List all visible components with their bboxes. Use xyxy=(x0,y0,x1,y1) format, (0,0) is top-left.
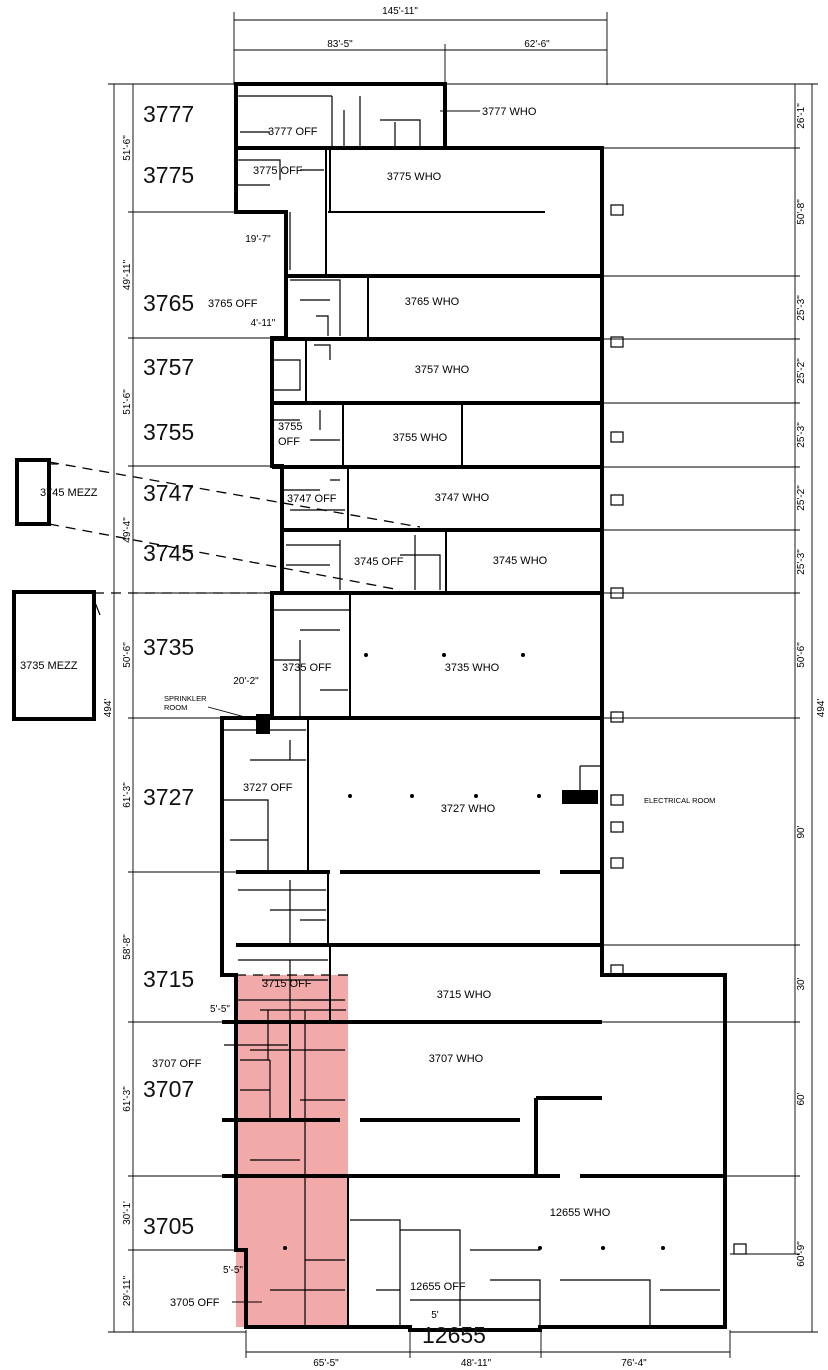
warehouse-label: 3747 WHO xyxy=(435,492,490,504)
unit-number: 3755 xyxy=(143,419,194,445)
dim-left-total: 494' xyxy=(103,699,114,718)
office-label: 3705 OFF xyxy=(170,1297,220,1309)
dim-right-seg: 25'-2" xyxy=(796,485,807,511)
dim-right-seg: 50'-8" xyxy=(796,199,807,225)
dim-left-seg: 51'-6" xyxy=(122,389,133,415)
dim-left-seg: 51'-6" xyxy=(122,135,133,161)
dim-left-seg: 58'-8" xyxy=(122,934,133,960)
dock-doors xyxy=(610,204,747,1255)
dim-right-seg: 25'-3" xyxy=(796,549,807,575)
dimension-lines xyxy=(108,12,818,1358)
dim-right-seg: 25'-3" xyxy=(796,295,807,321)
dim-top-left: 83'-5" xyxy=(327,39,353,50)
dim-left-seg: 49'-11" xyxy=(122,259,133,290)
unit-number: 3715 xyxy=(143,966,194,992)
dim-inner: 20'-2" xyxy=(233,676,259,687)
warehouse-label: 3707 WHO xyxy=(429,1053,484,1065)
dim-inner: 5' xyxy=(431,1310,439,1321)
sprinkler-room-label: ROOM xyxy=(164,703,187,712)
unit-3705-office-highlight xyxy=(236,975,348,1327)
unit-number: 3735 xyxy=(143,634,194,660)
office-label: 3765 OFF xyxy=(208,298,258,310)
unit-number: 3775 xyxy=(143,162,194,188)
office-label: 3727 OFF xyxy=(243,782,293,794)
mezzanine-label: 3735 MEZZ xyxy=(20,660,78,672)
office-label: 3755 xyxy=(278,421,302,433)
mezzanine-label: 3745 MEZZ xyxy=(40,487,98,499)
unit-number: 12655 xyxy=(422,1322,486,1348)
warehouse-label: 3757 WHO xyxy=(415,364,470,376)
office-label: 3715 OFF xyxy=(262,978,312,990)
unit-number: 3765 xyxy=(143,290,194,316)
warehouse-label: 3765 WHO xyxy=(405,296,460,308)
electrical-room-block xyxy=(562,790,598,804)
office-label: OFF xyxy=(278,436,300,448)
columns xyxy=(283,653,665,1250)
unit-number: 3757 xyxy=(143,354,194,380)
warehouse-label: 3727 WHO xyxy=(441,803,496,815)
unit-number: 3777 xyxy=(143,101,194,127)
warehouse-label: 12655 WHO xyxy=(550,1207,611,1219)
dim-right-seg: 60' xyxy=(796,1092,807,1105)
dim-top-total: 145'-11" xyxy=(382,6,418,17)
dim-left-seg: 61'-3" xyxy=(122,1086,133,1112)
dim-left-seg: 50'-6" xyxy=(122,642,133,668)
dim-right-seg: 26'-1" xyxy=(796,103,807,129)
dim-bottom-right: 76'-4" xyxy=(621,1358,647,1369)
warehouse-label: 3777 WHO xyxy=(482,106,537,118)
dim-left-seg: 61'-3" xyxy=(122,782,133,808)
office-label: 3707 OFF xyxy=(152,1058,202,1070)
dim-right-seg: 25'-3" xyxy=(796,422,807,448)
building-walls xyxy=(220,82,747,1332)
warehouse-label: 3735 WHO xyxy=(445,662,500,674)
sprinkler-room-block xyxy=(256,714,270,734)
dim-left-seg: 49'-4" xyxy=(122,517,133,543)
office-label: 12655 OFF xyxy=(410,1281,466,1293)
unit-number: 3705 xyxy=(143,1213,194,1239)
office-label: 3777 OFF xyxy=(268,126,318,138)
dim-right-seg: 30' xyxy=(796,977,807,990)
dim-right-seg: 90' xyxy=(796,825,807,838)
warehouse-label: 3775 WHO xyxy=(387,171,442,183)
dim-inner: 5'-5" xyxy=(223,1265,243,1276)
warehouse-label: 3755 WHO xyxy=(393,432,448,444)
sprinkler-room-label: SPRINKLER xyxy=(164,694,207,703)
mezzanines xyxy=(12,458,421,721)
warehouse-label: 3745 WHO xyxy=(493,555,548,567)
warehouse-label: 3715 WHO xyxy=(437,989,492,1001)
dim-inner: 5'-5" xyxy=(210,1004,230,1015)
dim-left-seg: 29'-11" xyxy=(122,1275,133,1306)
unit-number: 3727 xyxy=(143,784,194,810)
office-label: 3775 OFF xyxy=(253,165,303,177)
unit-number: 3745 xyxy=(143,540,194,566)
dim-bottom-mid: 48'-11" xyxy=(461,1358,492,1369)
electrical-room-label: ELECTRICAL ROOM xyxy=(644,796,715,805)
dim-right-seg: 60'-9" xyxy=(796,1241,807,1267)
office-label: 3745 OFF xyxy=(354,556,404,568)
dim-left-seg: 30'-1' xyxy=(122,1201,133,1225)
dim-top-right: 62'-6" xyxy=(524,39,550,50)
dim-right-total: 494' xyxy=(816,699,827,718)
dim-right-seg: 50'-6" xyxy=(796,642,807,668)
dim-bottom-left: 65'-5" xyxy=(313,1358,339,1369)
office-label: 3747 OFF xyxy=(287,493,337,505)
unit-number: 3707 xyxy=(143,1076,194,1102)
dim-inner: 19'-7" xyxy=(245,234,271,245)
office-label: 3735 OFF xyxy=(282,662,332,674)
dim-inner: 4'-11" xyxy=(251,318,276,329)
dim-right-seg: 25'-2" xyxy=(796,358,807,384)
unit-number: 3747 xyxy=(143,480,194,506)
